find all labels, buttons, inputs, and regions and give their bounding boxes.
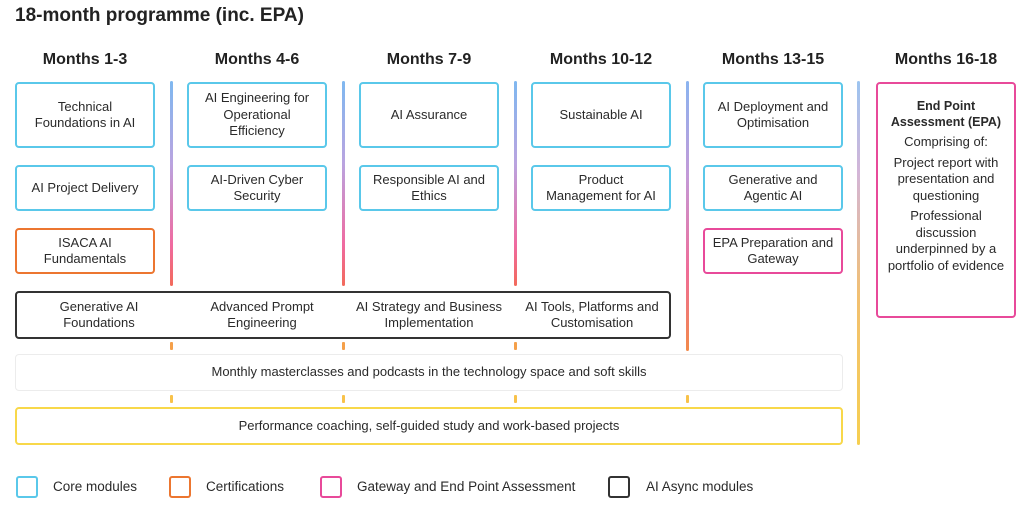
column-heading-months-10-12: Months 10-12 (549, 51, 653, 68)
column-heading-months-13-15: Months 13-15 (721, 51, 825, 68)
certification-isaca-ai-fundamentals: ISACA AI Fundamentals (15, 228, 155, 274)
module-ai-assurance: AI Assurance (359, 82, 499, 148)
legend-swatch-async-modules (608, 476, 630, 498)
column-heading-months-16-18: Months 16-18 (894, 51, 998, 68)
legend-swatch-certifications (169, 476, 191, 498)
connector-tick (170, 395, 173, 403)
column-divider (857, 81, 860, 445)
module-generative-and-agentic-ai: Generative and Agentic AI (703, 165, 843, 211)
module-ai-engineering: AI Engineering for Operational Efficienc… (187, 82, 327, 148)
epa-item-project-report: Project report with presentation and que… (893, 154, 999, 203)
legend-swatch-core-modules (16, 476, 38, 498)
connector-tick (342, 395, 345, 403)
column-heading-months-4-6: Months 4-6 (214, 51, 300, 68)
connector-tick (514, 342, 517, 350)
masterclasses-band: Monthly masterclasses and podcasts in th… (15, 354, 843, 391)
async-module-advanced-prompt-engineering: Advanced Prompt Engineering (210, 298, 314, 331)
column-divider (686, 81, 689, 351)
module-ai-driven-cyber-security: AI-Driven Cyber Security (187, 165, 327, 211)
async-module-ai-strategy: AI Strategy and Business Implementation (356, 298, 502, 331)
legend-swatch-gateway (320, 476, 342, 498)
epa-comprising-label: Comprising of: (904, 134, 988, 149)
gateway-epa-preparation: EPA Preparation and Gateway (703, 228, 843, 274)
module-ai-deployment-and-optimisation: AI Deployment and Optimisation (703, 82, 843, 148)
module-product-management-for-ai: Product Management for AI (531, 165, 671, 211)
module-responsible-ai-and-ethics: Responsible AI and Ethics (359, 165, 499, 211)
async-modules-row: Generative AI Foundations Advanced Promp… (15, 291, 671, 339)
async-module-ai-tools-platforms: AI Tools, Platforms and Customisation (525, 298, 659, 331)
column-divider (514, 81, 517, 286)
connector-tick (170, 342, 173, 350)
connector-tick (342, 342, 345, 350)
module-technical-foundations: Technical Foundations in AI (15, 82, 155, 148)
connector-tick (686, 395, 689, 403)
end-point-assessment-box: End Point Assessment (EPA) Comprising of… (876, 82, 1016, 318)
epa-item-professional-discussion: Professional discussion underpinned by a… (887, 208, 1005, 273)
legend-label-async-modules: AI Async modules (646, 479, 754, 494)
module-sustainable-ai: Sustainable AI (531, 82, 671, 148)
column-heading-months-7-9: Months 7-9 (386, 51, 472, 68)
legend-label-core-modules: Core modules (53, 479, 138, 494)
legend-label-certifications: Certifications (206, 479, 285, 494)
async-module-generative-ai-foundations: Generative AI Foundations (59, 298, 139, 331)
page-title: 18-month programme (inc. EPA) (15, 5, 304, 26)
legend-label-gateway: Gateway and End Point Assessment (357, 479, 576, 494)
module-ai-project-delivery: AI Project Delivery (15, 165, 155, 211)
column-divider (342, 81, 345, 286)
column-heading-months-1-3: Months 1-3 (42, 51, 128, 68)
coaching-band: Performance coaching, self-guided study … (15, 407, 843, 445)
column-divider (170, 81, 173, 286)
epa-heading: End Point Assessment (EPA) (890, 99, 1002, 129)
connector-tick (514, 395, 517, 403)
